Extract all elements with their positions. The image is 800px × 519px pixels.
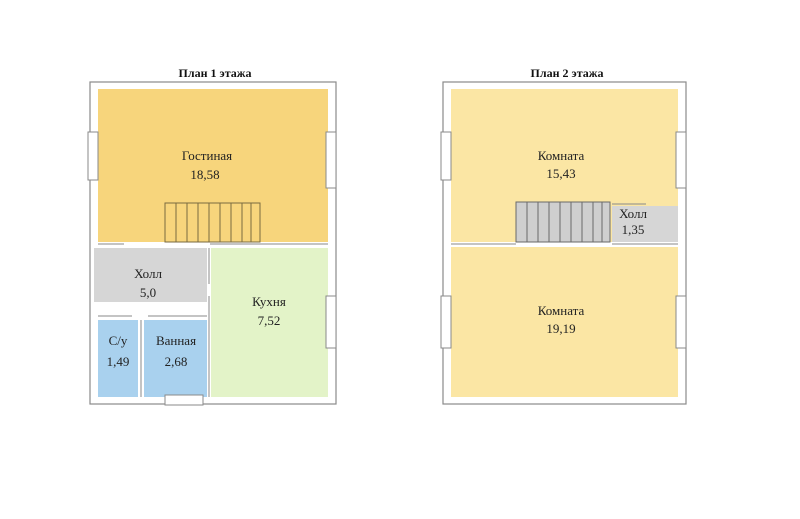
label-living-name: Гостиная [182,148,232,163]
room-hall-upper [612,206,678,242]
label-hall-upper-area: 1,35 [622,222,645,237]
room-hall [94,248,207,296]
room-wc [98,320,138,397]
room-kitchen [211,248,328,397]
staircase-floor1 [164,202,261,243]
room-bottom [451,247,678,397]
label-bathroom-name: Ванная [156,333,196,348]
label-wc-name: С/у [109,333,128,348]
label-room-top-name: Комната [538,148,585,163]
label-wc-area: 1,49 [107,354,130,369]
label-hall-area: 5,0 [140,285,156,300]
label-room-bottom-area: 19,19 [546,321,575,336]
hall-passage [94,296,207,302]
room-bathroom [144,320,207,397]
label-room-bottom-name: Комната [538,303,585,318]
label-hall-name: Холл [134,266,162,281]
label-room-top-area: 15,43 [546,166,575,181]
label-hall-upper-name: Холл [619,206,647,221]
label-kitchen-area: 7,52 [258,313,281,328]
floor1-plan: План 1 этажа [87,66,337,406]
floor1-title: План 1 этажа [179,66,252,80]
label-kitchen-name: Кухня [252,294,286,309]
staircase-floor2 [515,201,611,243]
floor1-windows [87,131,337,406]
floor2-title: План 2 этажа [531,66,604,80]
floor2-plan: План 2 этажа [440,66,687,405]
label-living-area: 18,58 [190,167,219,182]
label-bathroom-area: 2,68 [165,354,188,369]
floor2-windows [440,131,687,349]
